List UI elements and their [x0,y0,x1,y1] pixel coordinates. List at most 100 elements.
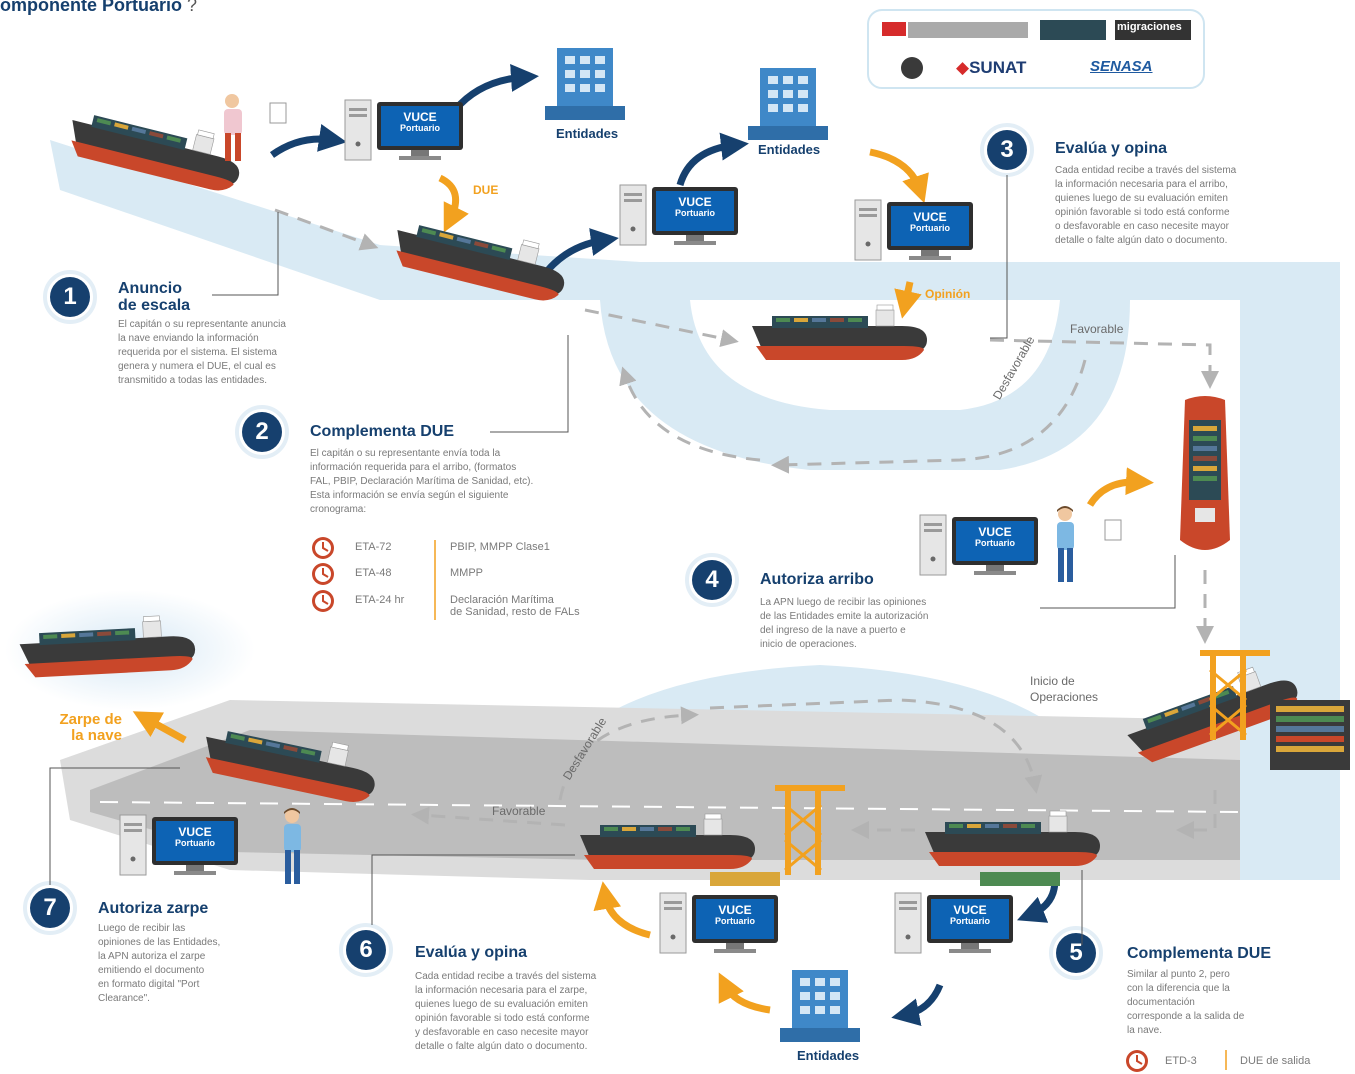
step-6-line: Cada entidad recibe a través del sistema [415,971,597,982]
step-2-line: FAL, PBIP, Declaración Marítima de Sanid… [310,476,534,487]
step-3-line: detalle o falte algún dato o documento. [1055,235,1228,246]
step-5-number: 5 [1069,939,1083,966]
zarpe-line-2: la nave [71,727,122,744]
step-1-description: El capitán o su representante anuncia la… [118,318,286,388]
entidades-label-2: Entidades [758,142,821,157]
title-tail: ? [182,0,198,15]
schedule-time-3: ETA-24 hr [355,594,405,606]
schedule-docs-3-line: de Sanidad, resto de FALs [450,606,580,618]
step-2-number: 2 [255,418,269,445]
step-7-description: Luego de recibir las opiniones de las En… [98,922,220,1006]
departure-time: ETD-3 [1165,1055,1197,1067]
step-6-line: la información necesaria para el zarpe, [415,985,588,996]
schedule-docs-2: MMPP [450,567,483,579]
step-3-title: Evalúa y opina [1055,140,1168,157]
step-5-line: documentación [1127,997,1195,1008]
schedule-docs-3: Declaración Marítima de Sanidad, resto d… [450,594,580,618]
inicio-line-2: Operaciones [1030,690,1099,704]
logo-senasa: SENASA [1090,58,1153,75]
step-3-line: o desfavorable en caso necesite mayor [1055,221,1229,232]
step-5-description: Similar al punto 2, pero con la diferenc… [1127,968,1244,1038]
step-4-title: Autoriza arribo [760,571,874,588]
step-6-description: Cada entidad recibe a través del sistema… [415,970,596,1054]
step-7-line: opiniones de las Entidades, [98,937,221,948]
step-3-line: quienes luego de su evaluación emiten [1055,193,1228,204]
step-3-number: 3 [1000,136,1014,163]
inicio-operaciones-label: Inicio de Operaciones [1030,673,1098,705]
step-7-line: la APN autoriza el zarpe [98,951,206,962]
logo-migraciones: migraciones [1117,21,1182,33]
step-6-number: 6 [359,936,373,963]
step-2-title: Complementa DUE [310,423,455,440]
step-1-line: transmitido a todas las entidades. [118,375,267,386]
favorable-label-1: Favorable [1070,322,1124,336]
due-label: DUE [473,183,499,197]
step-5-title: Complementa DUE [1127,945,1272,962]
favorable-label-2: Favorable [492,804,546,818]
logo-sunat-text: SUNAT [969,58,1027,77]
departure-doc: DUE de salida [1240,1055,1311,1067]
schedule-docs-1: PBIP, MMPP Clase1 [450,541,550,553]
zarpe-label: Zarpe de la nave [40,712,122,744]
title-main: omponente Portuario [0,0,183,15]
step-1-title: Anuncio de escala [118,280,190,314]
step-6-title: Evalúa y opina [415,944,528,961]
step-7-line: emitiendo el documento [98,965,205,976]
step-2-line: cronograma: [310,504,367,515]
step-3-line: Cada entidad recibe a través del sistema [1055,165,1237,176]
step-2-description: El capitán o su representante envía toda… [310,447,533,517]
step-6-line: quienes luego de su evaluación emiten [415,999,588,1010]
badges [23,123,1103,980]
step-5-line: con la diferencia que la [1127,983,1230,994]
step-1-line: requerida por el sistema. El sistema [118,347,277,358]
step-7-line: Clearance". [98,993,150,1004]
step-4-line: inicio de operaciones. [760,639,857,650]
step-4-description: La APN luego de recibir las opiniones de… [760,596,928,652]
step-3-line: opinión favorable si todo está conforme [1055,207,1230,218]
inicio-line-1: Inicio de [1030,674,1075,688]
step-3-line: la información necesaria para el arribo, [1055,179,1228,190]
step-1-title-line-2: de escala [118,297,191,314]
step-5-line: Similar al punto 2, pero [1127,969,1230,980]
step-1-line: la nave enviando la información [118,333,259,344]
step-3-description: Cada entidad recibe a través del sistema… [1055,164,1236,248]
step-2-line: El capitán o su representante envía toda… [310,448,501,459]
entidades-label-3: Entidades [797,1048,860,1063]
step-5-line: la nave. [1127,1025,1163,1036]
sunat-mark-icon: ◆ [956,58,970,77]
schedule-time-1: ETA-72 [355,541,392,553]
step-2-line: información requerida para el arribo, (f… [310,462,517,473]
step-4-number: 4 [705,566,719,593]
step-5-line: corresponde a la salida de [1127,1011,1245,1022]
step-7-line: en formato digital "Port [98,979,200,990]
entidades-label-1: Entidades [556,126,619,141]
step-1-line: genera y numera el DUE, el cual es [118,361,276,372]
step-1-title-line-1: Anuncio [118,280,182,297]
page-title: omponente Portuario ? [0,0,197,16]
step-4-line: de las Entidades emite la autorización [760,611,929,622]
step-2-line: Esta información se envía según el sigui… [310,490,509,501]
step-1-line: El capitán o su representante anuncia [118,319,286,330]
zarpe-line-1: Zarpe de [59,711,122,728]
step-6-line: opinión favorable si todo está conforme [415,1013,590,1024]
logo-sunat: ◆SUNAT [956,58,1026,78]
step-1-number: 1 [63,283,77,310]
step-6-line: detalle o falte algún dato o documento. [415,1041,588,1052]
step-7-title: Autoriza zarpe [98,900,209,917]
step-4-line: del ingreso de la nave a puerto e [760,625,906,636]
step-7-line: Luego de recibir las [98,923,186,934]
schedule-docs-3-line: Declaración Marítima [450,594,554,606]
schedule-time-2: ETA-48 [355,567,392,579]
step-6-line: y desfavorable en caso necesite mayor [415,1027,589,1038]
step-4-line: La APN luego de recibir las opiniones [760,597,927,608]
opinion-label: Opinión [925,287,971,301]
